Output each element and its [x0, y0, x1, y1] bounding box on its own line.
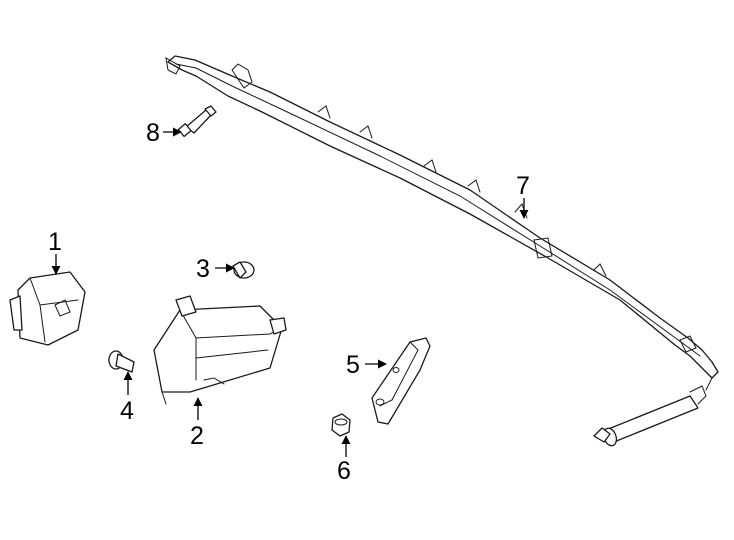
- callout-5: 5: [346, 351, 360, 379]
- callout-7: 7: [516, 172, 530, 200]
- clip-part-4: [108, 350, 135, 373]
- nut-part-6: [331, 413, 351, 437]
- callout-2: 2: [190, 422, 204, 450]
- airbag-module-part-1: [9, 271, 86, 346]
- curtain-airbag-part-7: [165, 55, 719, 447]
- callout-3: 3: [196, 255, 210, 283]
- callout-4: 4: [120, 397, 134, 425]
- screw-part-3: [232, 261, 255, 279]
- callout-8: 8: [146, 119, 160, 147]
- callout-1: 1: [48, 228, 62, 256]
- bolt-part-8: [177, 105, 217, 138]
- bracket-part-5: [371, 337, 431, 425]
- callout-6: 6: [337, 457, 351, 485]
- passenger-airbag-part-2: [153, 295, 287, 405]
